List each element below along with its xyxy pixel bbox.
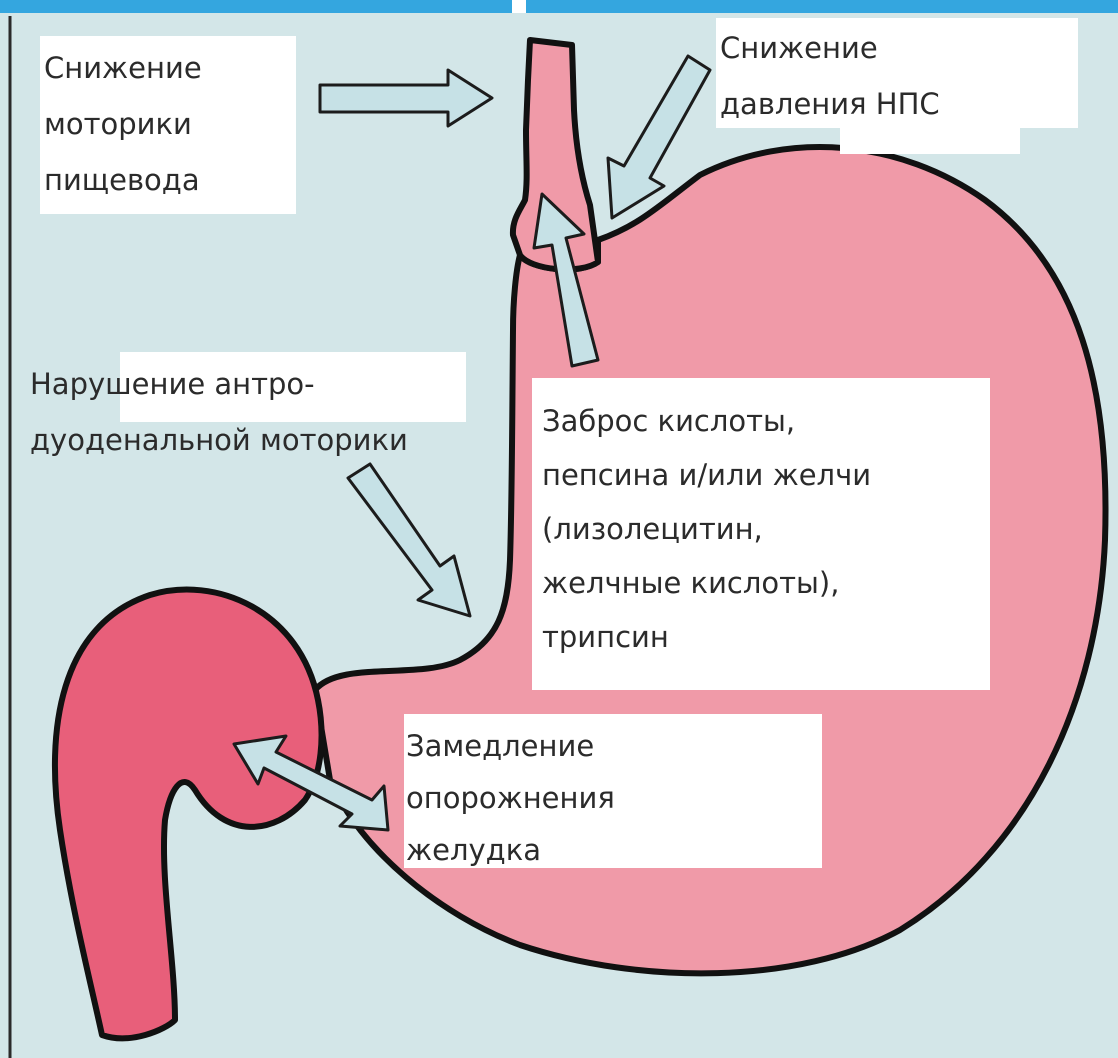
label-gastric-emptying-line-2: опорожнения (406, 772, 615, 824)
label-les-pressure: Снижение давления НПС (720, 20, 940, 132)
label-esophageal-motility-line-2: моторики (44, 96, 202, 152)
label-reflux-line-5: трипсин (542, 610, 871, 664)
label-gastric-emptying-line-1: Замедление (406, 720, 615, 772)
label-esophageal-motility-line-3: пищевода (44, 152, 202, 208)
label-reflux-line-2: пепсина и/или желчи (542, 448, 871, 502)
label-reflux: Заброс кислоты, пепсина и/или желчи (лиз… (542, 394, 871, 664)
label-gastric-emptying-line-3: желудка (406, 824, 615, 876)
label-esophageal-motility-line-1: Снижение (44, 40, 202, 96)
label-les-pressure-line-1: Снижение (720, 20, 940, 76)
label-antroduodenal-motility-line-1: Нарушение антро- (30, 356, 408, 412)
top-frame-divider (512, 0, 526, 13)
label-reflux-line-1: Заброс кислоты, (542, 394, 871, 448)
label-antroduodenal-motility: Нарушение антро- дуоденальной моторики (30, 356, 408, 468)
label-gastric-emptying: Замедление опорожнения желудка (406, 720, 615, 876)
label-esophageal-motility: Снижение моторики пищевода (44, 40, 202, 208)
top-frame-bar (0, 0, 1118, 13)
label-les-pressure-line-2: давления НПС (720, 76, 940, 132)
label-antroduodenal-motility-line-2: дуоденальной моторики (30, 412, 408, 468)
label-reflux-line-4: желчные кислоты), (542, 556, 871, 610)
label-reflux-line-3: (лизолецитин, (542, 502, 871, 556)
